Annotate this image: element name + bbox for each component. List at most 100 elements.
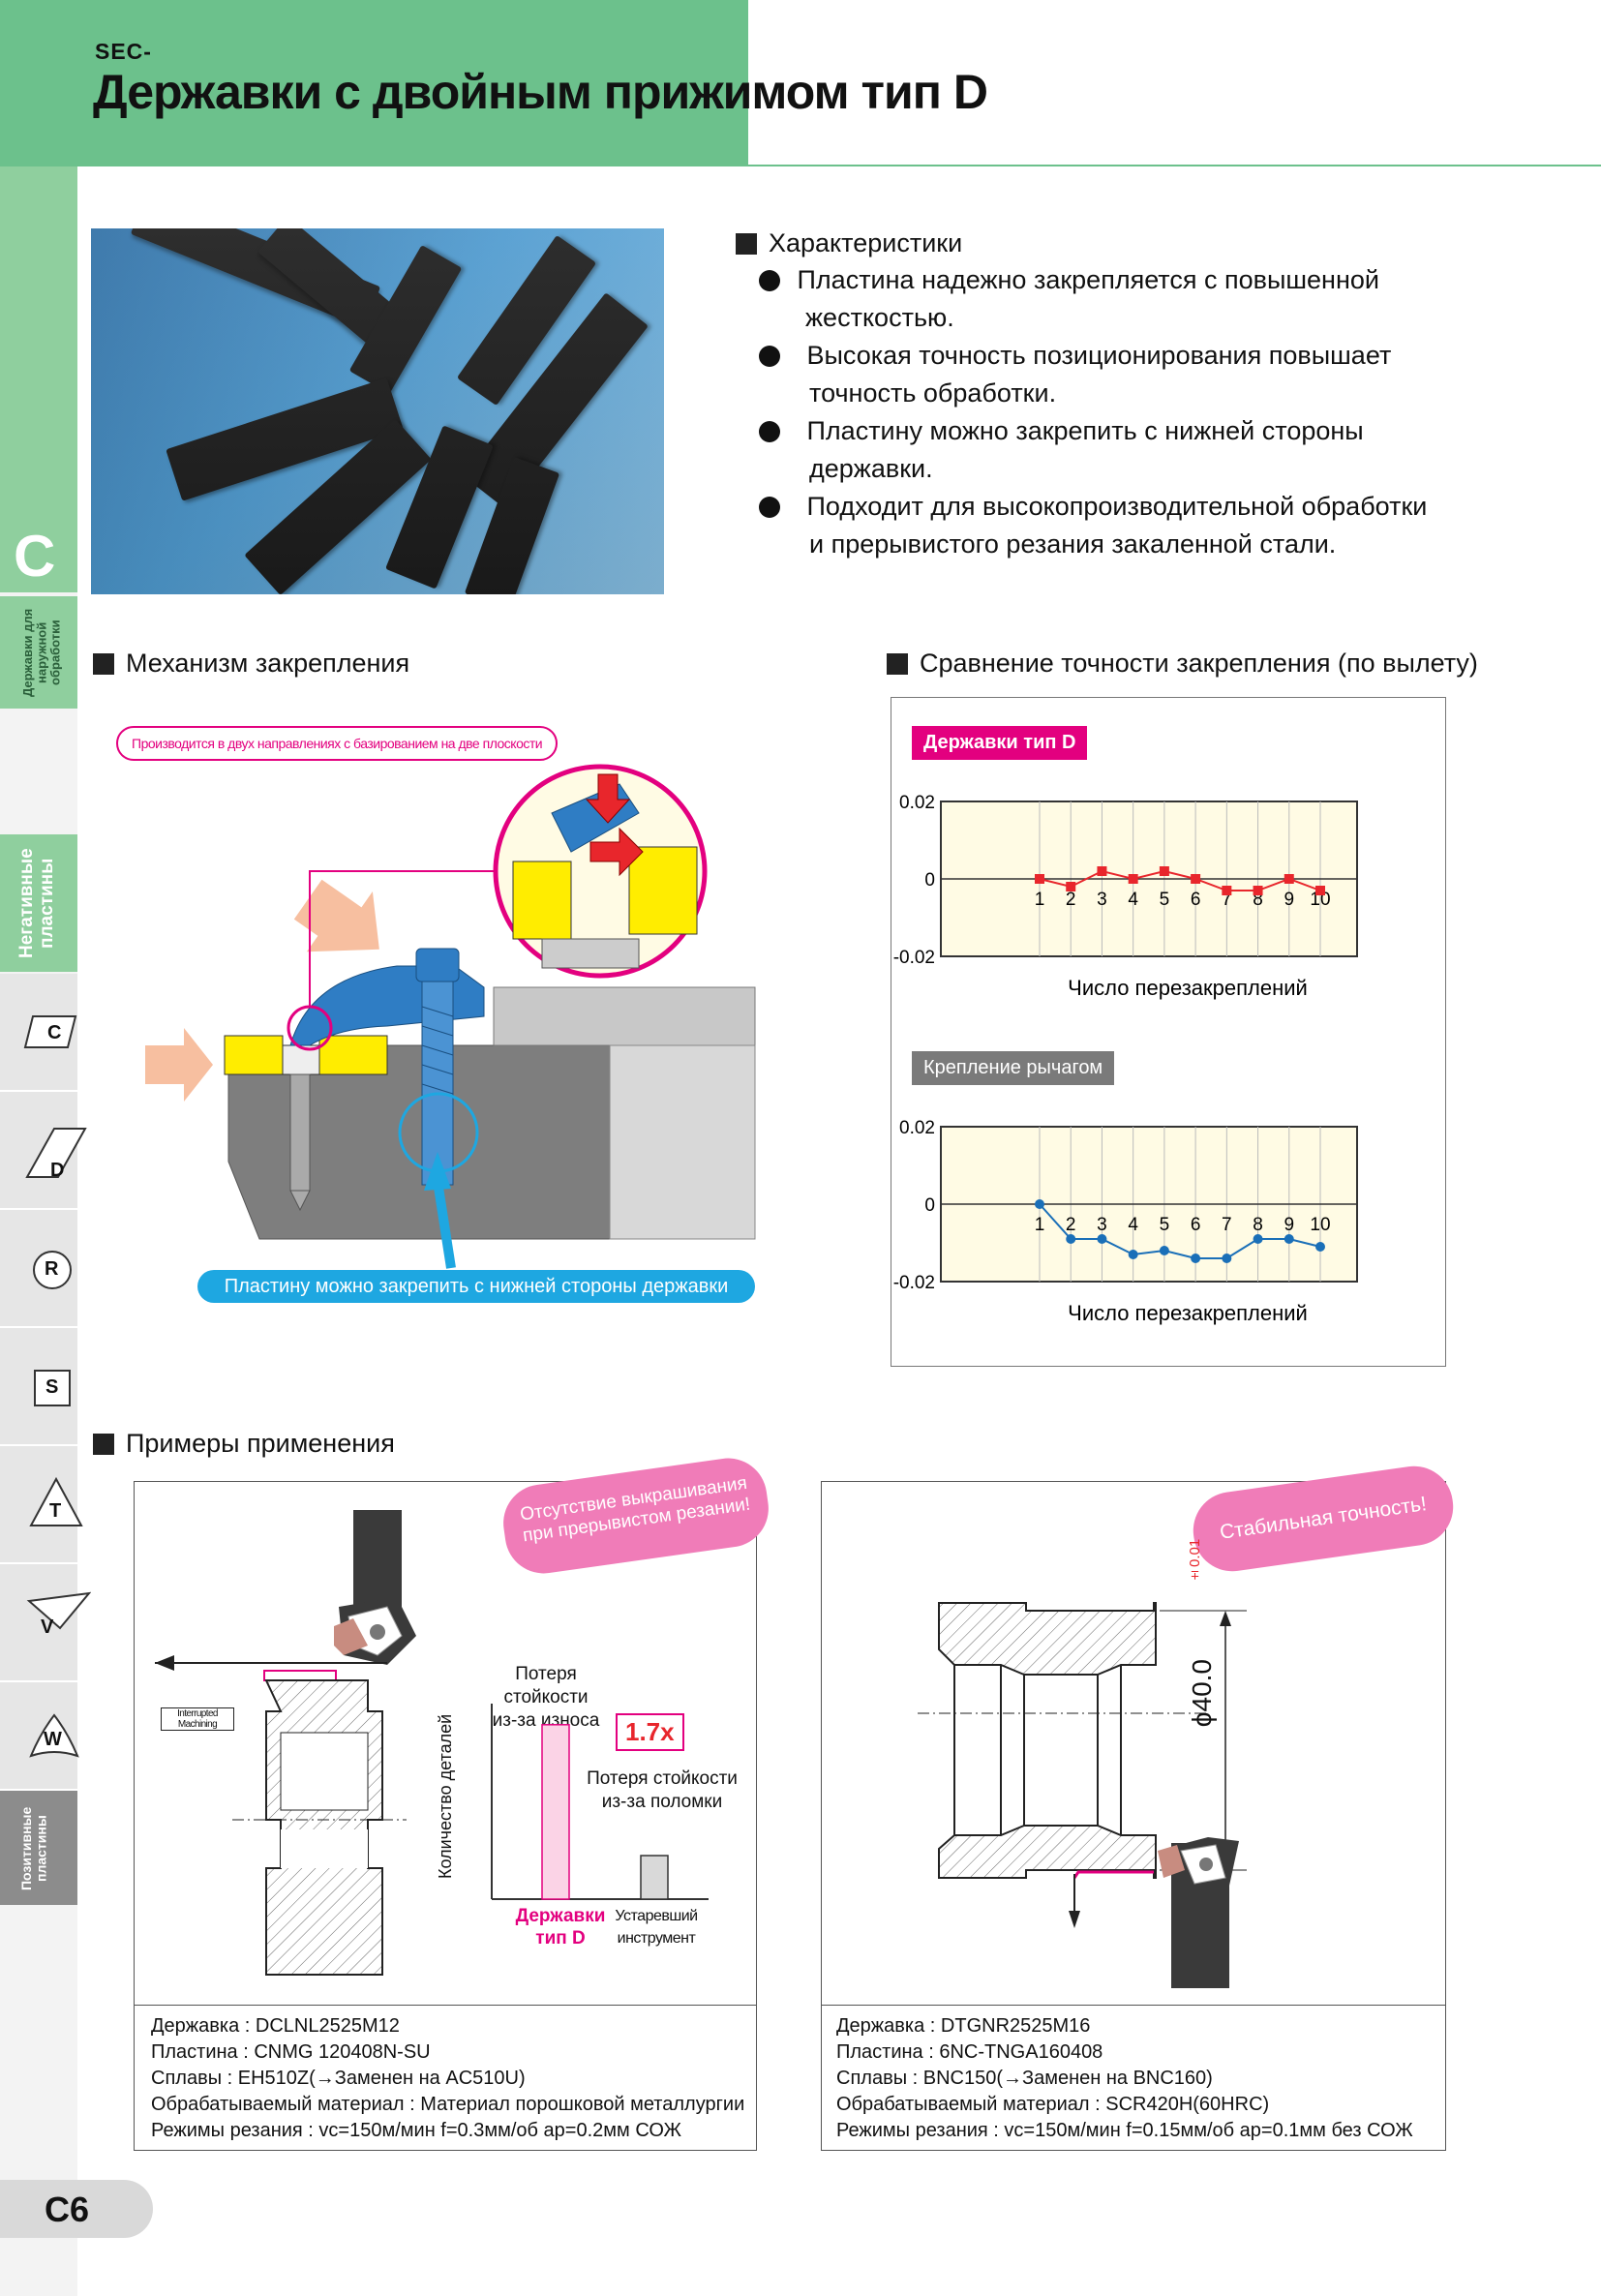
x-tick-label: 3: [1097, 1215, 1107, 1235]
x-tick-label: 9: [1284, 1215, 1294, 1235]
data-point: [1315, 1242, 1325, 1252]
square-bullet-icon: [887, 653, 908, 675]
feature-list: Пластина надежно закрепляется с повышенн…: [759, 261, 1495, 563]
x-tick-label: 10: [1310, 1215, 1330, 1235]
rhombus-v-icon: [26, 1591, 91, 1630]
data-point: [1284, 1234, 1294, 1244]
example2-specs: Державка : DTGNR2525M16 Пластина : 6NC-T…: [836, 2013, 1441, 2144]
x-tick-label: 1: [1035, 890, 1045, 910]
sidebar-shape-s[interactable]: S: [0, 1328, 77, 1446]
data-point: [1128, 874, 1138, 884]
spec-row: Державка : DCLNL2525M12: [151, 2015, 400, 2037]
x-tick-label: 6: [1191, 890, 1201, 910]
x-tick-label: 9: [1284, 890, 1294, 910]
bullet-icon: [759, 421, 780, 442]
data-point: [1253, 886, 1263, 895]
mechanism-note-top: Производится в двух направлениях с базир…: [116, 726, 559, 761]
applications-heading: Примеры применения: [93, 1429, 395, 1459]
dimension-annotation: ϕ40.0 ±0.01: [1183, 1539, 1241, 1853]
data-point: [1066, 882, 1076, 891]
spec-row: Режимы резания : vc=150м/мин f=0.15мм/об…: [836, 2120, 1413, 2141]
chart1-title: Державки тип D: [912, 726, 1088, 760]
wear-loss-label: Потеря стойкости из-за износа: [492, 1664, 600, 1731]
x-tick-label: 2: [1066, 1215, 1076, 1235]
series-line: [1039, 869, 1321, 891]
square-bullet-icon: [93, 1434, 114, 1455]
bar-label-type-d: Державки тип D: [515, 1906, 606, 1949]
interrupted-machining-drawing: [155, 1510, 416, 1976]
sidebar-shape-v[interactable]: V: [0, 1564, 91, 1682]
sidebar-tab-negative[interactable]: Негативные пластины: [0, 834, 77, 972]
feature-item: Пластина надежно закрепляется с повышенн…: [759, 261, 1495, 337]
y-tick-label: -0.02: [893, 948, 935, 968]
bar-label-old-tool: Устаревший инструмент: [615, 1908, 698, 1947]
application-example-2: [821, 1481, 1446, 2151]
sidebar-shape-r[interactable]: R: [0, 1210, 77, 1328]
x-tick-label: 4: [1128, 1215, 1138, 1235]
data-point: [1253, 1234, 1263, 1244]
chart2-title: Крепление рычагом: [912, 1051, 1115, 1085]
features-heading: Характеристики: [736, 228, 962, 258]
comparison-heading: Сравнение точности закрепления (по вылет…: [887, 649, 1478, 679]
x-tick-label: 2: [1066, 890, 1076, 910]
header-rule: [748, 165, 1601, 166]
section-label: Державки для наружной обработки: [20, 608, 63, 697]
data-point: [1191, 874, 1201, 884]
sidebar-section-label-box[interactable]: Державки для наружной обработки: [0, 596, 77, 709]
sidebar-shape-c[interactable]: C: [0, 974, 77, 1092]
ratio-badge: 1.7x: [616, 1713, 684, 1751]
x-tick-label: 8: [1253, 890, 1263, 910]
feature-item: Высокая точность позиционирования повыша…: [759, 337, 1495, 412]
shape-letter: T: [49, 1500, 62, 1522]
bullet-icon: [759, 270, 780, 291]
interrupted-machining-label: Interrupted Machining: [161, 1707, 234, 1731]
y-tick-label: 0.02: [899, 1118, 935, 1138]
shape-letter: D: [50, 1160, 65, 1181]
feature-item: Подходит для высокопроизводительной обра…: [759, 488, 1495, 563]
series-label: SEC-: [95, 39, 152, 64]
sidebar-tab-positive[interactable]: Позитивные пластины: [0, 1791, 77, 1905]
sidebar-shape-w[interactable]: W: [0, 1682, 79, 1791]
sidebar-shape-d[interactable]: D: [0, 1092, 87, 1210]
bar: [541, 1724, 570, 1900]
data-point: [1159, 1246, 1169, 1255]
x-tick-label: 7: [1222, 890, 1232, 910]
x-tick-label: 8: [1253, 1215, 1263, 1235]
spec-row: Сплавы : BNC150(→Заменен на BNC160): [836, 2068, 1213, 2089]
shape-letter: V: [41, 1616, 54, 1638]
bar: [640, 1855, 669, 1900]
spec-row: Режимы резания : vc=150м/мин f=0.3мм/об …: [151, 2120, 681, 2141]
data-point: [1222, 1254, 1232, 1263]
shape-letter: W: [44, 1729, 62, 1750]
application-example-1: [134, 1481, 757, 2151]
bore-machining-drawing: [918, 1602, 1247, 1988]
example1-specs: Державка : DCLNL2525M12 Пластина : CNMG …: [151, 2013, 751, 2144]
sidebar-shape-t[interactable]: T: [0, 1446, 83, 1564]
section-letter: C: [14, 524, 56, 589]
bar-chart-svg: [491, 1704, 709, 1900]
sidebar-section-c: C: [0, 166, 77, 592]
spec-row: Обрабатываемый материал : SCR420H(60HRC): [836, 2094, 1270, 2115]
data-point: [1284, 874, 1294, 884]
header-band: [0, 0, 748, 166]
trigon-w-icon: [29, 1713, 79, 1758]
rhombus-d-icon: [25, 1128, 87, 1178]
data-point: [1191, 1254, 1201, 1263]
y-tick-label: 0: [924, 870, 935, 891]
square-bullet-icon: [736, 233, 757, 255]
feature-item: Пластину можно закрепить с нижней сторон…: [759, 412, 1495, 488]
data-point: [1128, 1250, 1138, 1259]
spec-row: Пластина : CNMG 120408N-SU: [151, 2041, 431, 2063]
rhombus-c-icon: [23, 1015, 77, 1048]
product-photo: [91, 228, 664, 594]
bullet-icon: [759, 497, 780, 518]
x-tick-label: 5: [1160, 890, 1170, 910]
data-point: [1315, 886, 1325, 895]
spec-row: Сплавы : EH510Z(→Заменен на AC510U): [151, 2068, 526, 2089]
mechanism-heading: Механизм закрепления: [93, 649, 409, 679]
y-tick-label: 0.02: [899, 793, 935, 813]
x-tick-label: 4: [1128, 890, 1138, 910]
data-point: [1097, 1234, 1107, 1244]
y-tick-label: 0: [924, 1195, 935, 1216]
